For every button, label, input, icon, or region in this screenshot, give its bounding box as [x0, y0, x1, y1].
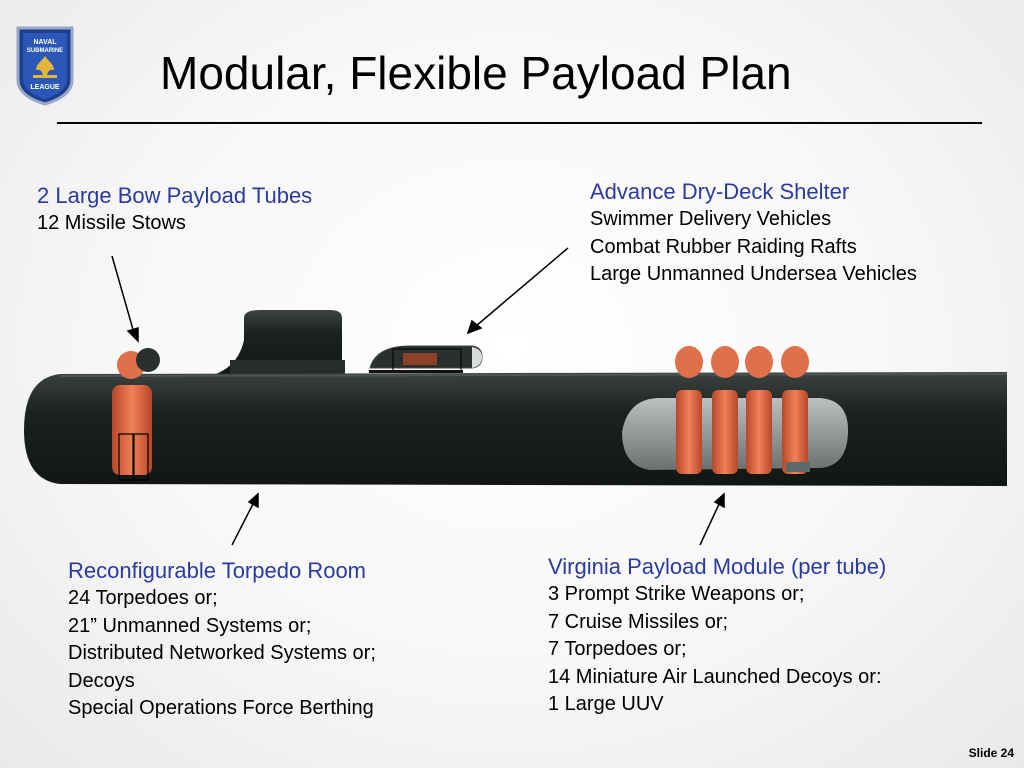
callout-bow-payload-tubes: 2 Large Bow Payload Tubes 12 Missile Sto…	[37, 182, 312, 238]
logo-text-league: LEAGUE	[30, 84, 60, 91]
arrow-vpm	[699, 501, 721, 546]
vpm-tubes	[676, 390, 808, 474]
arrow-dry-deck	[475, 247, 569, 327]
sail-base	[230, 360, 345, 374]
callout-line: 7 Cruise Missiles or;	[548, 610, 729, 633]
callout-line: Distributed Networked Systems or;	[68, 642, 376, 664]
callout-heading: 2 Large Bow Payload Tubes	[37, 183, 313, 208]
vpm-tube-caps	[675, 346, 809, 378]
arrow-torpedo-room	[231, 501, 255, 546]
callout-heading: Virginia Payload Module (per tube)	[548, 554, 887, 579]
arrow-bow	[111, 255, 135, 334]
callout-line: 21” Unmanned Systems or;	[68, 614, 312, 637]
callout-line: 1 Large UUV	[548, 693, 664, 715]
title-divider	[57, 122, 982, 124]
callout-line: Special Operations Force Berthing	[68, 697, 374, 719]
callout-heading: Advance Dry-Deck Shelter	[590, 179, 850, 204]
callout-heading: Reconfigurable Torpedo Room	[68, 558, 366, 583]
slide-title: Modular, Flexible Payload Plan	[160, 47, 792, 99]
callout-line: Swimmer Delivery Vehicles	[590, 208, 832, 230]
callout-line: 7 Torpedoes or;	[548, 638, 687, 660]
sail	[210, 310, 342, 376]
callout-line: 14 Miniature Air Launched Decoys or:	[548, 665, 882, 688]
logo-text-submarine: SUBMARINE	[27, 48, 63, 54]
callout-virginia-payload-module: Virginia Payload Module (per tube) 3 Pro…	[548, 553, 886, 719]
callout-line: Combat Rubber Raiding Rafts	[590, 235, 857, 258]
fleur-emblem	[36, 56, 54, 75]
callout-line: 24 Torpedoes or;	[68, 587, 218, 609]
naval-submarine-league-logo: NAVAL SUBMARINE LEAGUE	[16, 26, 74, 106]
hull	[24, 372, 1007, 486]
callout-line: 3 Prompt Strike Weapons or;	[548, 583, 805, 605]
callout-torpedo-room: Reconfigurable Torpedo Room 24 Torpedoes…	[68, 557, 376, 723]
bow-payload-tube	[112, 385, 152, 475]
callout-line: Large Unmanned Undersea Vehicles	[590, 263, 917, 285]
callout-line: 12 Missile Stows	[37, 212, 186, 234]
logo-text-naval: NAVAL	[33, 39, 57, 46]
callout-line: Decoys	[68, 669, 135, 692]
callout-dry-deck-shelter: Advance Dry-Deck Shelter Swimmer Deliver…	[590, 178, 917, 289]
slide-number: Slide 24	[968, 746, 1014, 760]
